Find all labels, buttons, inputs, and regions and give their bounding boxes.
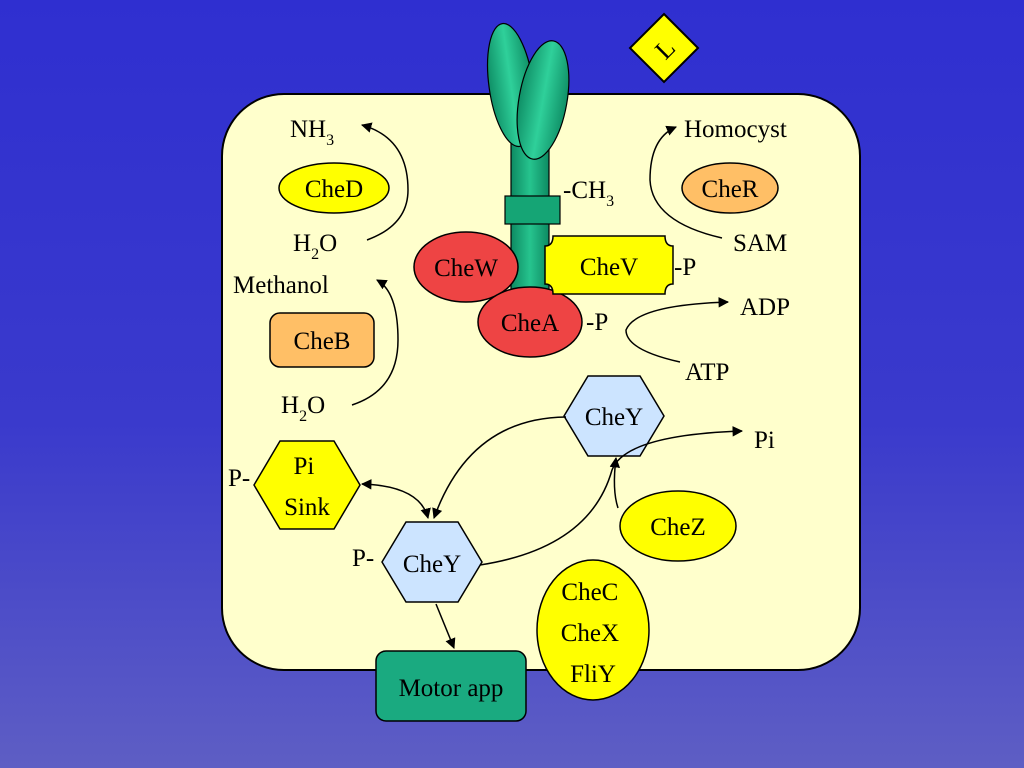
chey-phos-arrow [432,416,567,519]
pi-sink-label: Pi Sink [284,453,330,521]
motor-arrow [435,603,456,649]
chez-oval [619,490,737,562]
ched-oval [278,162,390,214]
chez-arrow [609,456,621,509]
motor-label: Motor app [399,675,504,702]
homocyst-label: Homocyst [684,116,787,143]
chez-label: CheZ [650,514,706,541]
chea-phosphate-label: -P [586,309,608,336]
pi-sink-phosphate-label: P- [228,465,250,492]
sam-label: SAM [733,230,787,257]
chey-bottom-label: CheY [403,551,461,578]
methyl-label: -CH3 [563,177,614,210]
cheb-label: CheB [294,328,351,355]
atp-label: ATP [685,359,729,386]
cheb-box [269,312,375,368]
chey-dephos-arrow [479,426,744,566]
sink-exchange-arrow [360,479,431,520]
ched-reaction-arrow [360,122,409,241]
chew-label: CheW [434,255,498,282]
chev-box [544,235,674,295]
ligand: L [628,12,700,84]
ched-label: CheD [305,176,363,203]
chew-oval [413,231,519,303]
atp-adp-arrow [625,297,730,363]
chev-phosphate-label: -P [674,254,696,281]
cher-reaction-arrow [649,125,723,239]
chea-oval [477,286,583,358]
motor-box [375,650,527,722]
h2o-bottom-label: H2O [281,392,325,425]
adp-label: ADP [740,294,790,321]
receptor [486,22,570,311]
checxy-label: CheC CheX FliY [561,579,626,688]
chev-label: CheV [580,254,638,281]
h2o-top-label: H2O [293,230,337,263]
methanol-label: Methanol [233,272,329,299]
nh3-label: NH3 [290,116,334,149]
pi-sink-hexagon [253,440,361,530]
cheb-reaction-arrow [351,279,399,406]
cher-oval [681,162,779,214]
pi-label: Pi [754,427,775,454]
chey-top-label: CheY [585,404,643,431]
chey-phosphate-label: P- [352,545,374,572]
checxy-oval [536,559,650,701]
chey-top-hexagon [563,375,665,457]
chey-bottom-hexagon [381,521,483,603]
chea-label: CheA [501,310,559,337]
cher-label: CheR [702,176,759,203]
